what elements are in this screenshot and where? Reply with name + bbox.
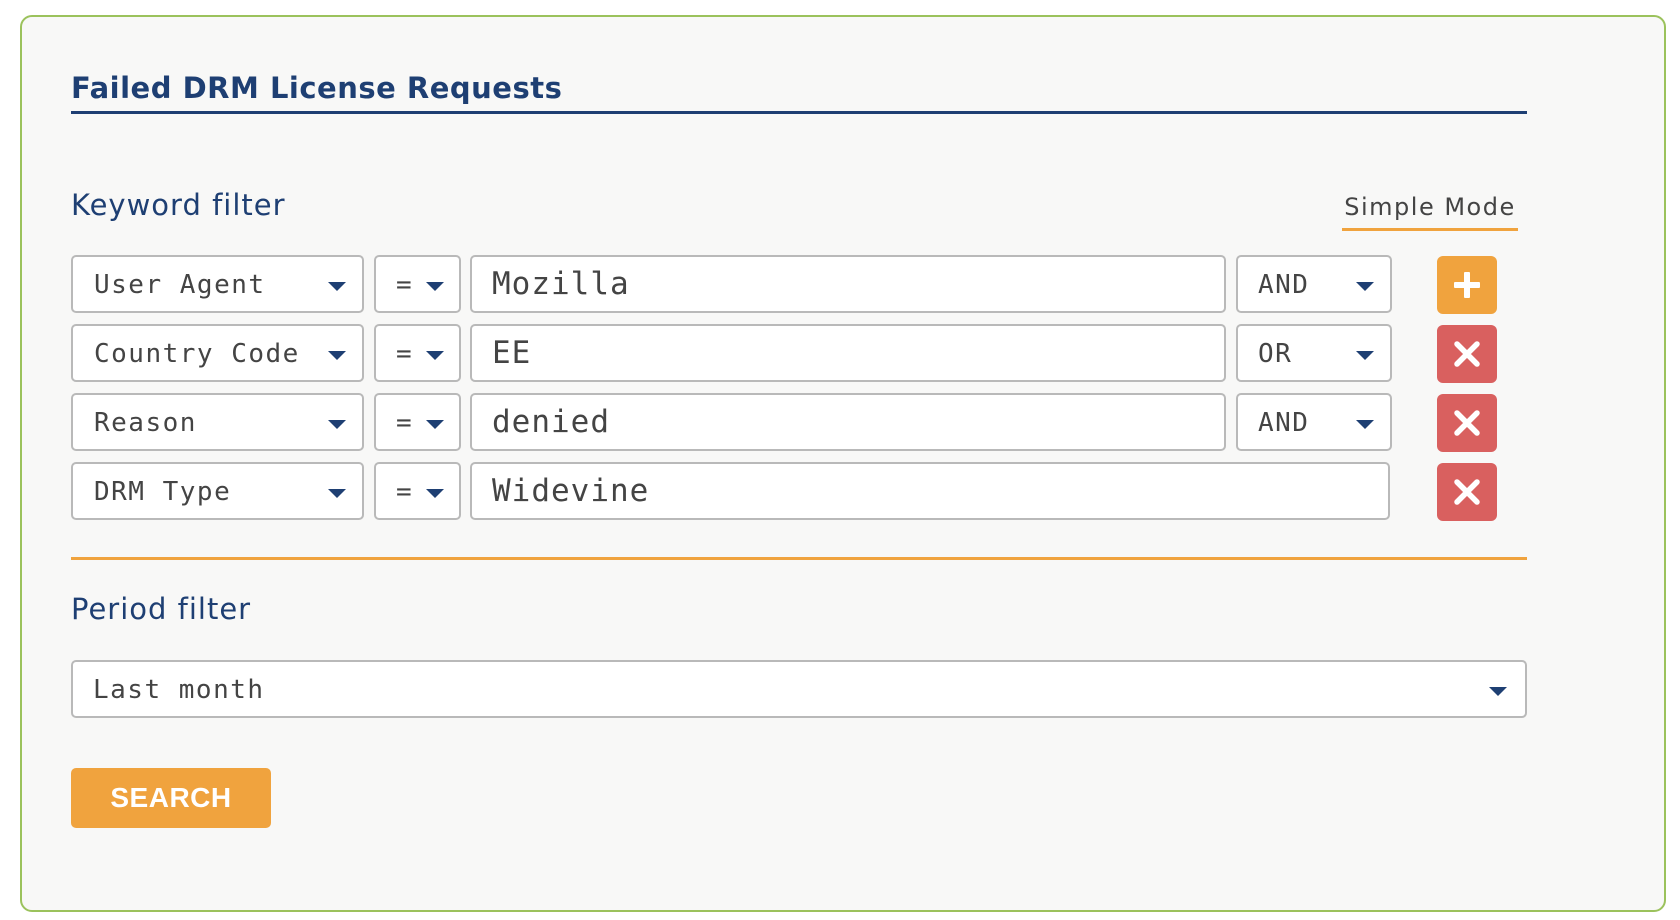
remove-row-button[interactable] bbox=[1437, 394, 1497, 452]
conjunction-select-value: OR bbox=[1258, 339, 1293, 369]
field-select-value: Country Code bbox=[94, 339, 300, 369]
section-divider bbox=[71, 557, 1527, 560]
chevron-down-icon bbox=[328, 489, 346, 498]
remove-row-button[interactable] bbox=[1437, 325, 1497, 383]
field-select[interactable]: User Agent bbox=[71, 255, 364, 313]
plus-icon bbox=[1454, 272, 1480, 298]
operator-select[interactable]: = bbox=[374, 324, 461, 382]
conjunction-select[interactable]: AND bbox=[1236, 255, 1392, 313]
period-select[interactable]: Last month bbox=[71, 660, 1527, 718]
search-button[interactable]: SEARCH bbox=[71, 768, 271, 828]
operator-select[interactable]: = bbox=[374, 393, 461, 451]
chevron-down-icon bbox=[426, 489, 444, 498]
chevron-down-icon bbox=[426, 351, 444, 360]
conjunction-select[interactable]: OR bbox=[1236, 324, 1392, 382]
value-input[interactable] bbox=[472, 464, 1388, 518]
chevron-down-icon bbox=[328, 420, 346, 429]
field-select[interactable]: Country Code bbox=[71, 324, 364, 382]
operator-select[interactable]: = bbox=[374, 462, 461, 520]
remove-row-button[interactable] bbox=[1437, 463, 1497, 521]
operator-select-value: = bbox=[396, 339, 414, 369]
keyword-filter-label: Keyword filter bbox=[71, 188, 286, 222]
value-field[interactable] bbox=[470, 393, 1226, 451]
chevron-down-icon bbox=[426, 420, 444, 429]
field-select[interactable]: Reason bbox=[71, 393, 364, 451]
conjunction-select[interactable]: AND bbox=[1236, 393, 1392, 451]
value-input[interactable] bbox=[472, 395, 1224, 449]
chevron-down-icon bbox=[426, 282, 444, 291]
field-select-value: Reason bbox=[94, 408, 197, 438]
operator-select[interactable]: = bbox=[374, 255, 461, 313]
chevron-down-icon bbox=[1489, 687, 1507, 696]
close-icon bbox=[1454, 410, 1480, 436]
close-icon bbox=[1454, 341, 1480, 367]
period-select-value: Last month bbox=[93, 675, 265, 705]
chevron-down-icon bbox=[1356, 420, 1374, 429]
chevron-down-icon bbox=[328, 282, 346, 291]
field-select-value: DRM Type bbox=[94, 477, 232, 507]
period-filter-label: Period filter bbox=[71, 592, 252, 626]
chevron-down-icon bbox=[1356, 351, 1374, 360]
field-select-value: User Agent bbox=[94, 270, 266, 300]
value-input[interactable] bbox=[472, 257, 1224, 311]
value-field[interactable] bbox=[470, 255, 1226, 313]
value-field[interactable] bbox=[470, 462, 1390, 520]
page-title: Failed DRM License Requests bbox=[71, 68, 1527, 114]
value-input[interactable] bbox=[472, 326, 1224, 380]
field-select[interactable]: DRM Type bbox=[71, 462, 364, 520]
operator-select-value: = bbox=[396, 477, 414, 507]
value-field[interactable] bbox=[470, 324, 1226, 382]
close-icon bbox=[1454, 479, 1480, 505]
conjunction-select-value: AND bbox=[1258, 270, 1310, 300]
chevron-down-icon bbox=[1356, 282, 1374, 291]
add-row-button[interactable] bbox=[1437, 256, 1497, 314]
chevron-down-icon bbox=[328, 351, 346, 360]
simple-mode-link[interactable]: Simple Mode bbox=[1342, 190, 1518, 231]
conjunction-select-value: AND bbox=[1258, 408, 1310, 438]
operator-select-value: = bbox=[396, 270, 414, 300]
operator-select-value: = bbox=[396, 408, 414, 438]
